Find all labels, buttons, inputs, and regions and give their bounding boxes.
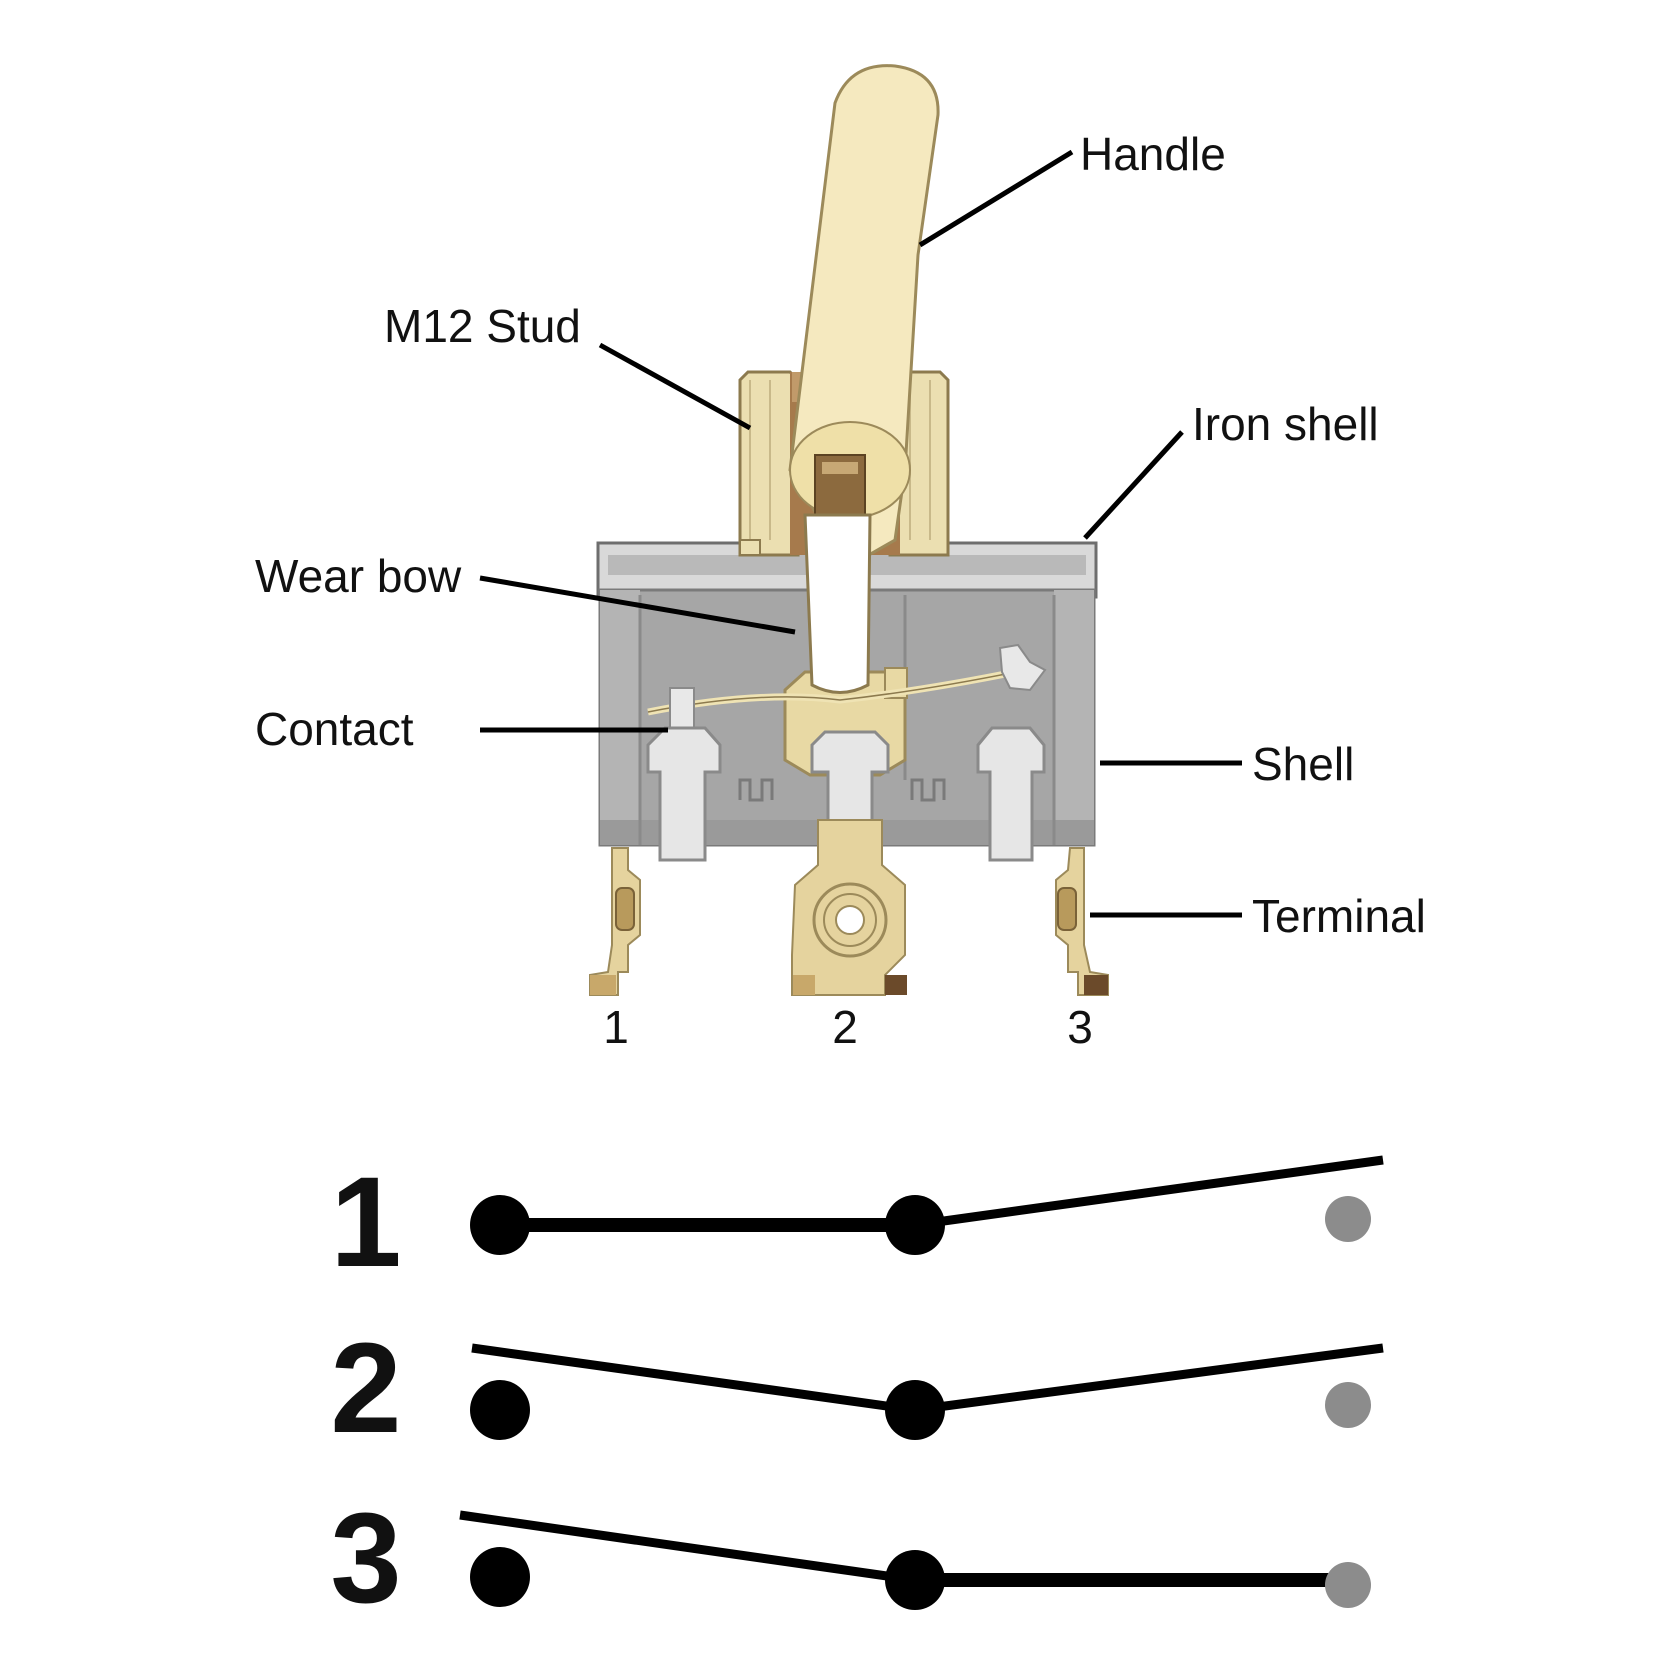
terminal-center bbox=[791, 819, 907, 996]
handle-label: Handle bbox=[1080, 128, 1226, 180]
terminal-number-1: 1 bbox=[603, 1001, 629, 1053]
wear-bow-leader bbox=[479, 575, 796, 635]
terminal-number-2: 2 bbox=[832, 1001, 858, 1053]
position-1-dot-1 bbox=[470, 1195, 530, 1255]
position-2-lever-left bbox=[471, 1343, 916, 1415]
terminal-left bbox=[589, 847, 641, 996]
position-1-dot-2 bbox=[885, 1195, 945, 1255]
terminal-label: Terminal bbox=[1252, 890, 1426, 942]
position-1-lever bbox=[914, 1155, 1384, 1230]
contact-left bbox=[646, 687, 722, 862]
position-3-lever bbox=[459, 1510, 916, 1585]
position-number-3: 3 bbox=[330, 1487, 401, 1630]
handle-leader bbox=[918, 149, 1074, 248]
shell-label: Shell bbox=[1252, 738, 1354, 790]
position-number-1: 1 bbox=[330, 1151, 401, 1294]
position-1-schematic: 1 bbox=[330, 1151, 1384, 1294]
m12-stud-leader bbox=[598, 342, 752, 431]
position-3-dot-2 bbox=[885, 1550, 945, 1610]
wear-bow bbox=[803, 454, 872, 694]
terminal-number-3: 3 bbox=[1067, 1001, 1093, 1053]
position-3-dot-1 bbox=[470, 1547, 530, 1607]
iron-shell-leader bbox=[1083, 430, 1184, 540]
position-schematics: 1 2 3 bbox=[330, 1151, 1384, 1630]
position-2-dot-1 bbox=[470, 1380, 530, 1440]
position-1-dot-3 bbox=[1325, 1196, 1371, 1242]
wear-bow-label: Wear bow bbox=[255, 550, 462, 602]
iron-shell-label: Iron shell bbox=[1192, 398, 1379, 450]
switch-illustration bbox=[589, 64, 1109, 996]
contact-right bbox=[976, 643, 1047, 862]
m12-stud-label: M12 Stud bbox=[384, 300, 581, 352]
position-2-schematic: 2 bbox=[330, 1317, 1384, 1460]
position-number-2: 2 bbox=[330, 1317, 401, 1460]
contact-label: Contact bbox=[255, 703, 414, 755]
position-2-dot-2 bbox=[885, 1380, 945, 1440]
position-2-dot-3 bbox=[1325, 1382, 1371, 1428]
position-3-dot-3 bbox=[1325, 1562, 1371, 1608]
terminal-right bbox=[1055, 847, 1109, 996]
position-2-lever-right bbox=[914, 1343, 1384, 1415]
position-3-schematic: 3 bbox=[330, 1487, 1371, 1630]
